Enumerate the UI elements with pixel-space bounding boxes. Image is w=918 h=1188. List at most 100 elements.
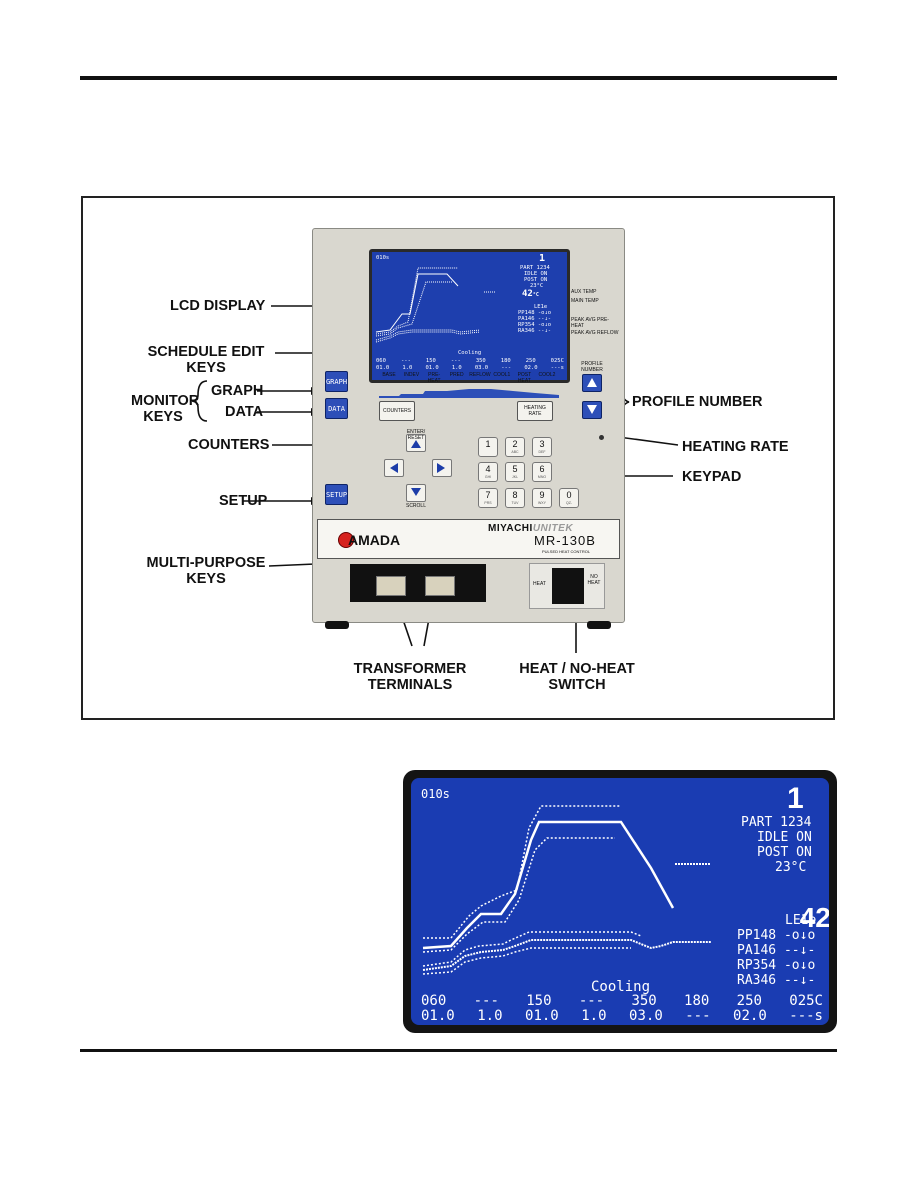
device-lcd-r1-3: --- [450,358,461,364]
counters-button[interactable]: COUNTERS [379,401,415,421]
lcd-row2-4: 03.0 [629,1008,663,1024]
logo-band: AMADA MIYACHIUNITEK MR-130B PULSED HEAT … [317,519,620,559]
lcd-row1-3: --- [578,993,605,1009]
device-lcd-part: PART 1234 [520,265,550,271]
enter-reset-button[interactable] [406,434,426,452]
top-rule [80,76,837,80]
key-9-number: 9 [539,490,545,500]
lcd-part: PART 1234 [741,815,812,830]
setup-key[interactable]: SETUP [325,484,348,505]
foot-left [325,621,349,629]
bottom-rule [80,1049,837,1052]
heat-no-heat-switch[interactable] [552,568,584,604]
schedule-label-6: POST HEAT [517,372,532,384]
scroll-button[interactable] [406,484,426,502]
heating-rate-button[interactable]: HEATING RATE [517,401,553,421]
device-lcd-reading-2: RP354 -o↓o [518,322,552,328]
device-lcd-r1-2: 150 [425,358,436,364]
callout-multi-purpose-keys: MULTI-PURPOSE KEYS [139,555,273,587]
device-lcd-r1-5: 180 [500,358,511,364]
lcd-temperature-graph [422,805,711,975]
plus-right-button[interactable] [432,459,452,477]
lcd-row1-4: 350 [631,993,657,1009]
lcd-row1-0: 060 [421,993,447,1009]
device-label-aux-temp: AUX TEMP [571,289,597,295]
lcd-reading-pp: PP148 -o↓o [737,928,816,943]
key-0-letters: QZ- [565,501,573,505]
callout-transformer-line2: TERMINALS [367,677,453,693]
key-5-letters: JKL [511,475,519,479]
lcd-row2-1: 1.0 [477,1008,503,1024]
device-label-preheat: PEAK AVG PRE-HEAT [571,317,609,329]
device-lcd-lele: LE1e [534,304,548,310]
heat-label: HEAT [533,581,546,587]
device-lcd-main: 42°C [522,290,539,300]
schedule-edit-profile-bar[interactable] [379,386,559,398]
lcd-idle: IDLE ON [757,830,812,845]
lcd-setpoint-row: 060 --- 150 --- 350 180 250 025C [421,994,823,1008]
schedule-label-7: COOL2 [538,372,556,378]
key-3-number: 3 [539,439,545,449]
device-lcd-reading-1: PA146 --↓- [518,316,552,322]
lcd-main-temp-value: 42 [799,902,829,933]
callout-counters: COUNTERS [188,437,270,453]
schedule-label-4: REFLOW [469,372,491,378]
minus-left-button[interactable] [384,459,404,477]
data-key[interactable]: DATA [325,398,348,419]
device-lcd-display: 010s 1 PART 1234 IDLE ON POST ON 23°C 42… [369,249,570,383]
scroll-label: SCROLL [405,503,426,509]
device-lcd-graph [375,267,496,343]
lcd-row2-0: 01.0 [421,1008,455,1024]
lcd-main-temp: 42°C [753,876,829,960]
key-7-letters: PRS [484,501,492,505]
profile-up-button[interactable] [582,374,602,392]
device-lcd-r1-7: 025C [550,358,564,364]
schedule-label-3: PRED [449,372,464,378]
device-lcd-r2-1: 1.0 [402,365,413,371]
lcd-row2-7: ---s [789,1008,823,1024]
callout-schedule-edit-line2: KEYS [186,360,226,376]
lcd-row2-2: 01.0 [525,1008,559,1024]
key-1[interactable]: 1 [478,437,498,457]
graph-key[interactable]: GRAPH [325,371,348,392]
lcd-row2-3: 1.0 [581,1008,607,1024]
lcd-row1-1: --- [473,993,499,1009]
key-2-letters: ABC [511,450,519,454]
device-lcd-r2-7: ---s [550,365,564,371]
lcd-time-row: 01.0 1.0 01.0 1.0 03.0 --- 02.0 ---s [421,1009,823,1023]
schedule-label-0: BASE [382,372,396,378]
lcd-status: Cooling [591,979,651,995]
callout-schedule-edit-line1: SCHEDULE EDIT [147,344,265,360]
key-6-letters: MNO [537,475,547,479]
device-lcd-r2-6: 02.0 [524,365,538,371]
key-9-letters: WXY [538,501,546,505]
callout-monitor-keys: MONITOR KEYS [131,393,200,425]
schedule-label-1: INDEV [403,372,420,378]
schedule-edit-keys: BASE INDEV PRE-HEAT PRED REFLOW COOL1 PO… [379,372,557,384]
callout-transformer-terminals: TRANSFORMER TERMINALS [345,661,475,693]
device-lcd-r2-3: 1.0 [451,365,462,371]
callout-monitor-line1: MONITOR [131,393,200,409]
device-lcd-r1-6: 250 [525,358,536,364]
key-5-number: 5 [512,464,518,474]
lcd-aux-temp: 23°C [775,860,807,875]
callout-monitor-line2: KEYS [143,409,183,425]
device-lcd-post: POST ON [524,277,548,283]
lcd-reading-pa: PA146 --↓- [737,943,816,958]
lcd-reading-rp: RP354 -o↓o [737,958,816,973]
profile-down-button[interactable] [582,401,602,419]
callout-heating-rate: HEATING RATE [682,439,789,455]
lcd-reading-ra: RA346 --↓- [737,973,816,988]
key-2-number: 2 [512,439,518,449]
chevron-up-icon [587,378,597,387]
device-lcd-aux: 23°C [530,283,544,289]
